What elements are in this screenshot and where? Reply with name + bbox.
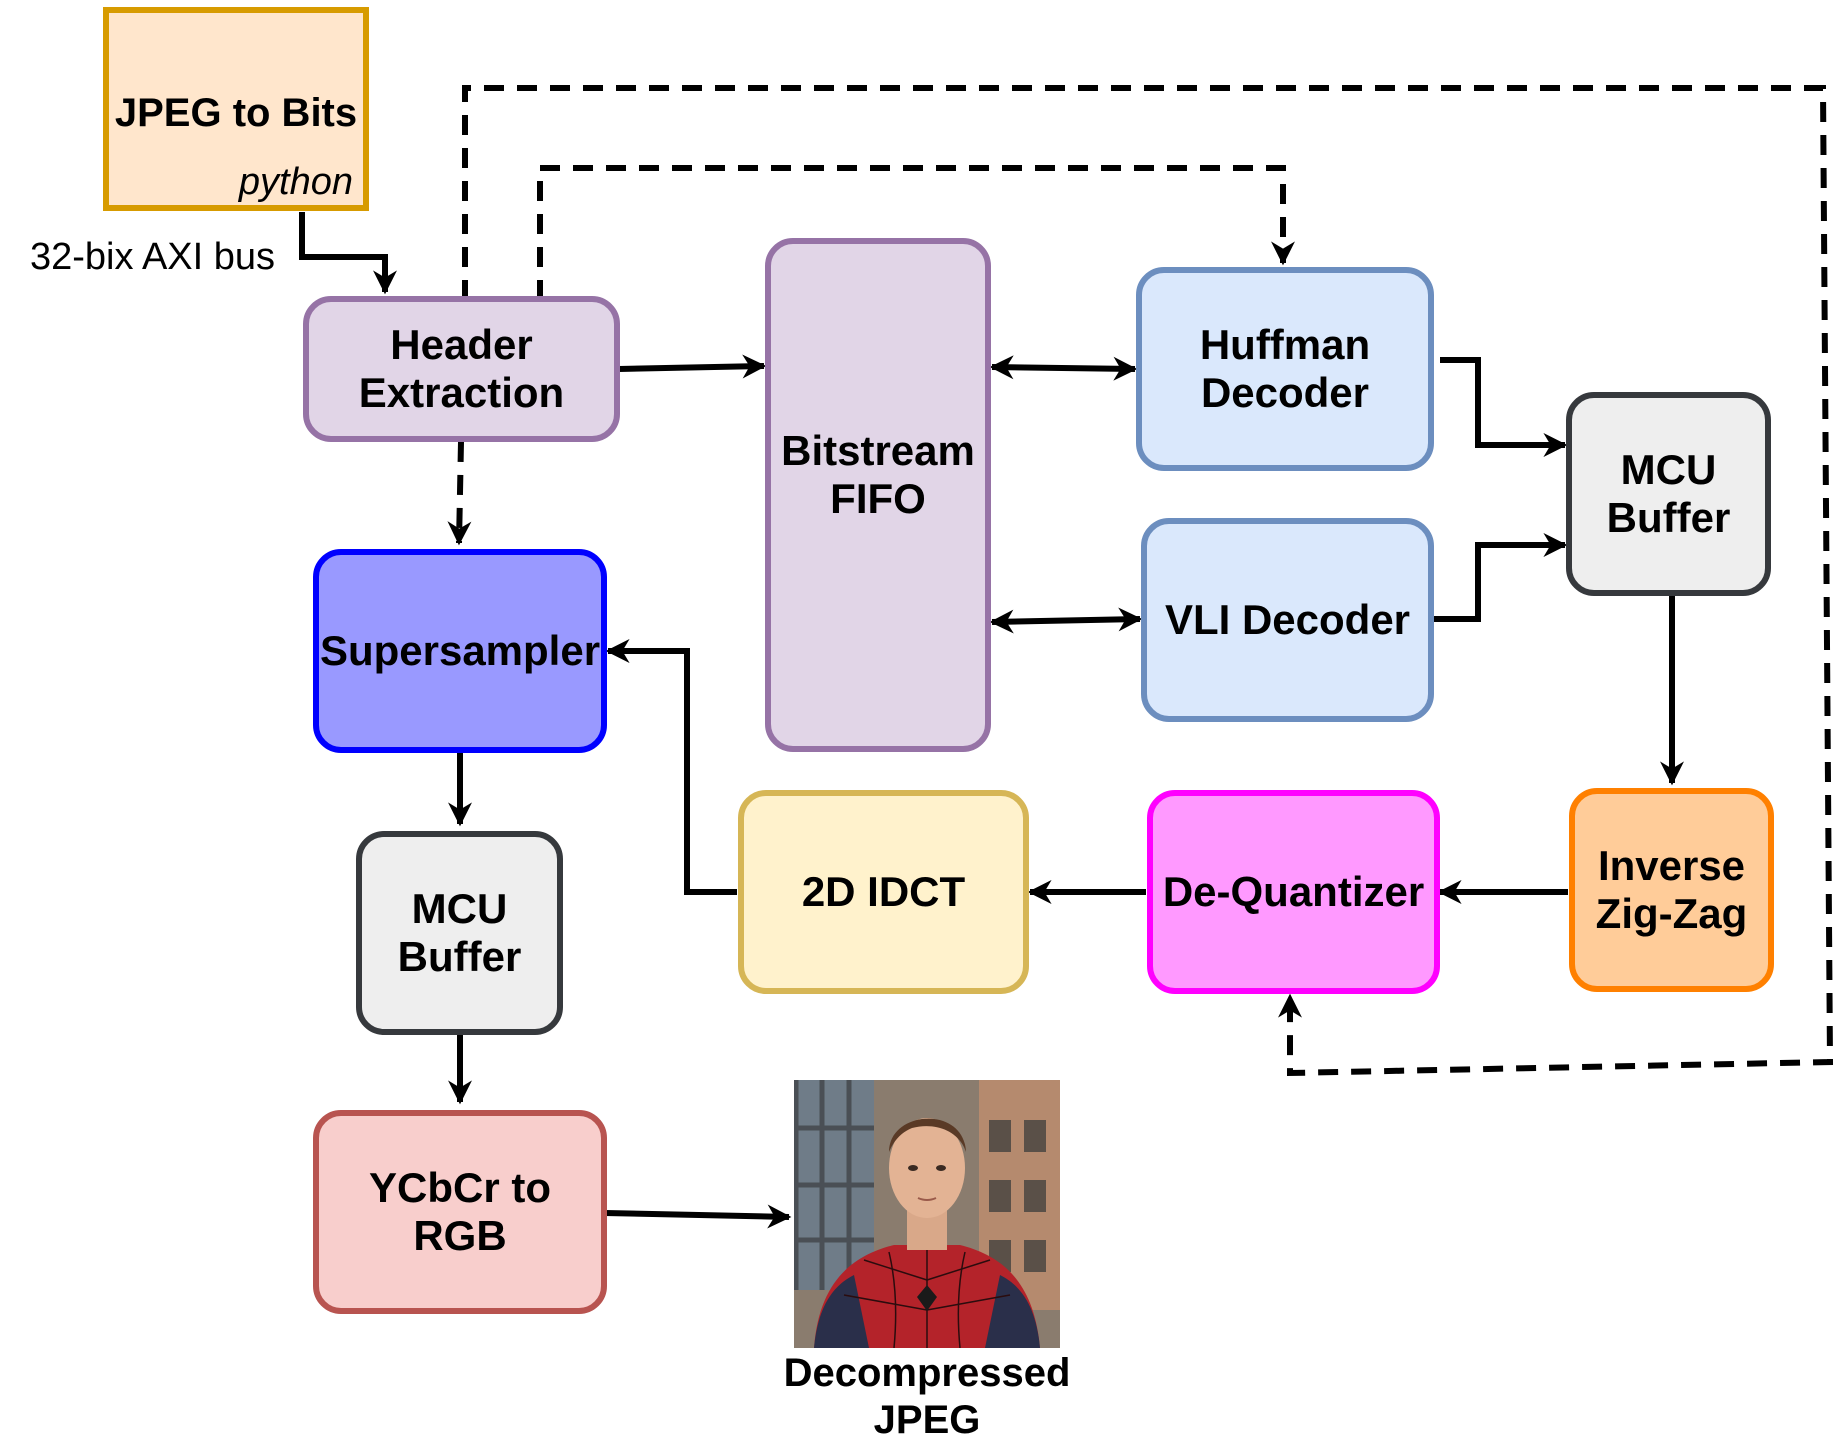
jpeg-to-bits-box: JPEG to Bits python (103, 7, 369, 211)
inverse-zigzag-label: Inverse Zig-Zag (1595, 842, 1748, 937)
mcu-buffer-right-block: MCU Buffer (1566, 392, 1771, 596)
arrow-huffman-to-mcu (1440, 357, 1568, 457)
mcu-buffer-left-label: MCU Buffer (397, 885, 522, 980)
arrow-idct-to-supersampler (605, 639, 737, 895)
mcu-buffer-right-label: MCU Buffer (1606, 446, 1731, 541)
huffman-decoder-block: Huffman Decoder (1136, 267, 1434, 471)
arrow-vli-to-mcu (1433, 533, 1568, 622)
inverse-zigzag-block: Inverse Zig-Zag (1569, 788, 1774, 992)
huffman-decoder-label: Huffman Decoder (1199, 321, 1371, 416)
dashed-arrow-header-to-dequantizer (462, 85, 1834, 1077)
arrow-ycbcr-to-output (604, 1204, 792, 1229)
arrow-header-to-fifo (618, 354, 767, 379)
bitstream-fifo-block: Bitstream FIFO (765, 238, 991, 752)
jpeg-to-bits-title: JPEG to Bits (114, 91, 358, 135)
output-caption: Decompressed JPEG (783, 1351, 1071, 1442)
supersampler-label: Supersampler (319, 627, 601, 674)
vli-decoder-block: VLI Decoder (1141, 518, 1434, 722)
dashed-arrow-header-to-supersampler (447, 441, 472, 546)
arrow-fifo-huffman (989, 355, 1138, 381)
supersampler-block: Supersampler (313, 549, 607, 753)
dequantizer-block: De-Quantizer (1147, 790, 1440, 994)
header-extraction-block: Header Extraction (303, 296, 620, 442)
python-subtitle: python (238, 161, 353, 203)
dashed-arrow-header-to-huffman (537, 165, 1295, 300)
idct-2d-block: 2D IDCT (738, 790, 1029, 994)
bus-label: 32-bix AXI bus (30, 236, 276, 278)
arrow-source-to-header (299, 212, 397, 295)
header-extraction-label: Header Extraction (358, 321, 565, 416)
vli-decoder-label: VLI Decoder (1164, 596, 1411, 643)
mcu-buffer-left-block: MCU Buffer (356, 831, 563, 1035)
arrow-fifo-vli (989, 607, 1143, 634)
decompressed-photo (794, 1080, 1060, 1348)
dequantizer-label: De-Quantizer (1162, 868, 1425, 915)
ycbcr-to-rgb-block: YCbCr to RGB (313, 1110, 607, 1314)
ycbcr-to-rgb-label: YCbCr to RGB (369, 1164, 551, 1259)
idct-2d-label: 2D IDCT (801, 868, 966, 915)
bitstream-fifo-label: Bitstream FIFO (781, 427, 975, 522)
